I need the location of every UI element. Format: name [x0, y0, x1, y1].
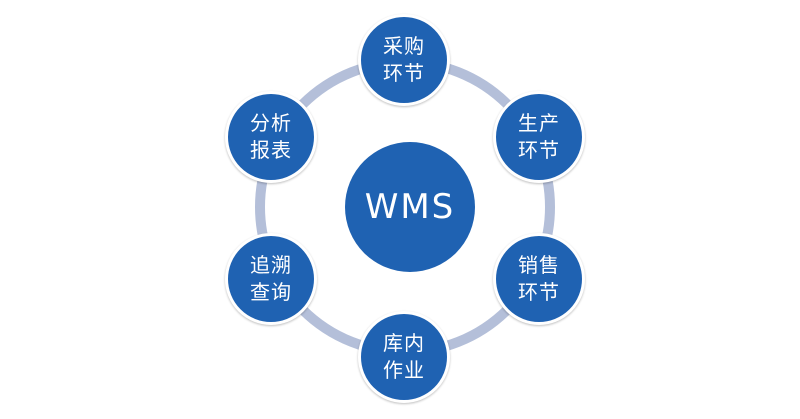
node-label-trace: 追溯 查询	[250, 253, 292, 304]
center-node-wms: WMS	[345, 142, 475, 272]
node-purchase: 采购 环节	[358, 14, 450, 106]
node-report: 分析 报表	[225, 91, 317, 183]
center-label: WMS	[364, 187, 456, 227]
node-label-sales: 销售 环节	[518, 253, 560, 304]
node-warehouse: 库内 作业	[358, 311, 450, 403]
node-label-report: 分析 报表	[250, 111, 292, 162]
node-label-purchase: 采购 环节	[383, 34, 425, 85]
node-label-production: 生产 环节	[518, 111, 560, 162]
node-label-warehouse: 库内 作业	[383, 331, 425, 382]
node-production: 生产 环节	[493, 91, 585, 183]
node-sales: 销售 环节	[493, 233, 585, 325]
node-trace: 追溯 查询	[225, 233, 317, 325]
